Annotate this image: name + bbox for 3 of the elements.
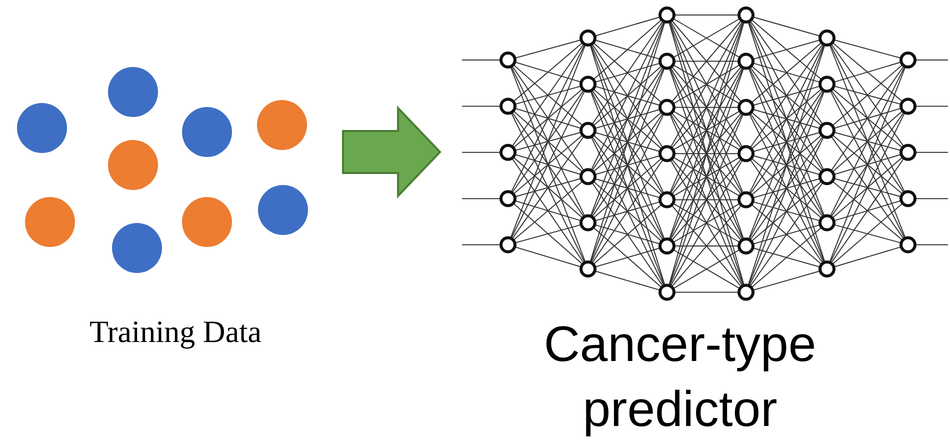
caption-text: Cancer-type predictor [542, 315, 818, 439]
arrow [342, 106, 442, 198]
caption-text: Training Data [88, 313, 262, 351]
